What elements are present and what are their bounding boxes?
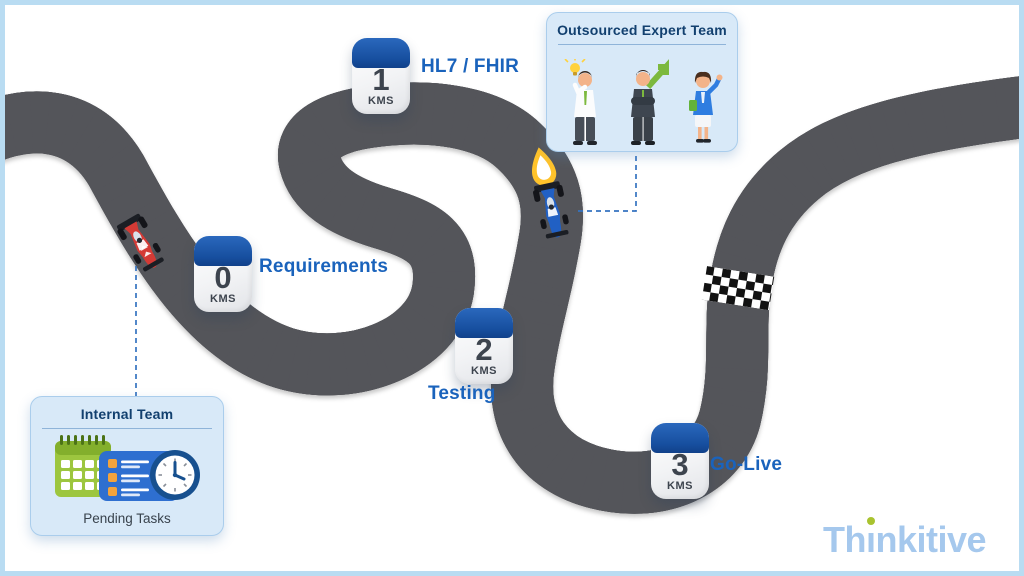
milestone-dome — [194, 236, 252, 266]
businessman-growth-icon — [631, 59, 669, 145]
clock-icon — [150, 450, 200, 500]
milestone-dome — [455, 308, 513, 338]
milestone-label-hl7-fhir: HL7 / FHIR — [421, 56, 520, 77]
milestone-dome — [651, 423, 709, 453]
logo-text-suffix: nkitive — [875, 519, 986, 560]
team-people-illustration — [564, 59, 723, 145]
calendar-icon — [55, 435, 111, 497]
card-separator — [558, 44, 726, 45]
card-separator — [42, 428, 212, 429]
finish-line-checkered — [701, 266, 775, 311]
logo-green-dot-icon — [866, 517, 875, 525]
milestone-unit: KMS — [667, 480, 693, 492]
milestone-marker-2: 2 KMS — [455, 308, 513, 384]
milestone-label-requirements: Requirements — [259, 256, 389, 277]
milestone-value: 2 — [475, 332, 493, 367]
milestone-unit: KMS — [471, 365, 497, 377]
pending-tasks-caption: Pending Tasks — [83, 511, 171, 526]
logo-letter-i: ı — [865, 517, 876, 560]
milestone-unit: KMS — [210, 293, 236, 305]
milestone-label-go-live: Go-Live — [710, 454, 783, 475]
connector-outsourced-team — [578, 151, 637, 212]
internal-team-title: Internal Team — [80, 406, 174, 422]
milestone-unit: KMS — [368, 95, 394, 107]
milestone-value: 1 — [372, 62, 390, 97]
pending-tasks-illustration — [55, 435, 200, 501]
milestone-marker-3: 3 KMS — [651, 423, 709, 499]
outsourced-team-title: Outsourced Expert Team — [557, 22, 727, 38]
milestone-marker-1: 1 KMS — [352, 38, 410, 114]
internal-team-card: Internal Team — [30, 396, 224, 536]
businesswoman-report-icon — [689, 71, 723, 143]
milestone-dome — [352, 38, 410, 68]
milestone-value: 0 — [214, 260, 232, 295]
milestone-label-testing: Testing — [428, 383, 496, 404]
outsourced-team-card: Outsourced Expert Team — [546, 12, 738, 152]
logo-text-prefix: Th — [822, 519, 866, 560]
milestone-marker-0: 0 KMS — [194, 236, 252, 312]
milestone-value: 3 — [671, 447, 689, 482]
businessman-idea-icon — [564, 59, 597, 145]
blue-race-car — [531, 147, 573, 241]
red-race-car — [114, 212, 168, 275]
